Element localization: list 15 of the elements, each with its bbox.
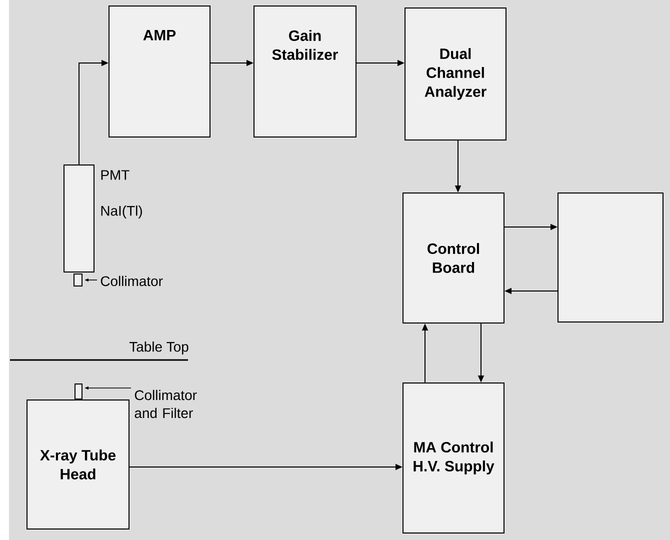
process-box: MA Control H.V. Supply	[402, 382, 504, 534]
process-box: Control Board	[402, 192, 504, 324]
collimator-label: Collimator	[100, 276, 163, 286]
process-box: AMP	[108, 6, 210, 138]
process-box: Gain Stabilizer	[254, 6, 356, 138]
detector-label: NaI(Tl)	[101, 206, 142, 218]
collimator-block	[74, 384, 82, 400]
process-box: Dual Channel Analyzer	[404, 8, 506, 140]
computer-box	[558, 192, 664, 322]
detector-label: PMT	[101, 170, 130, 180]
table-top-label: Table Top	[129, 342, 188, 354]
collimator-label: Collimator and Filter	[134, 390, 197, 418]
process-box: X-ray Tube Head	[26, 400, 130, 530]
collimator-block	[74, 274, 82, 286]
detector-tube	[64, 164, 94, 272]
